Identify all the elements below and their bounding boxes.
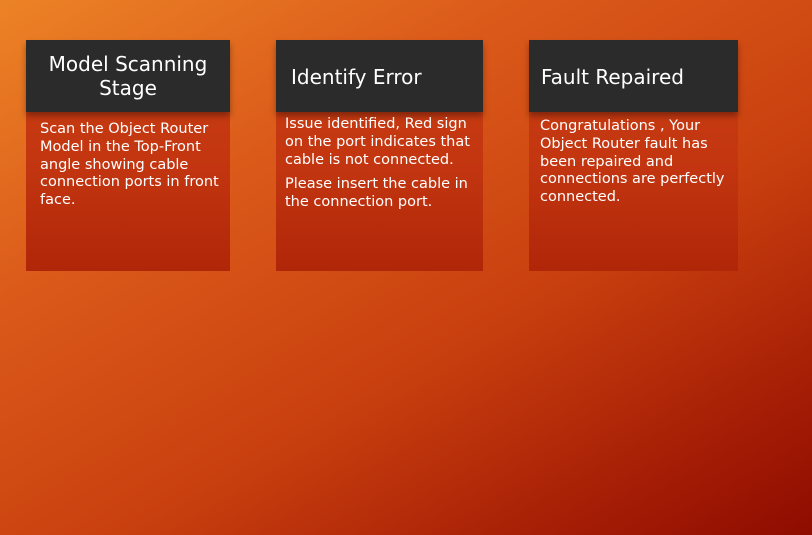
card-description: Scan the Object Router Model in the Top-… [40,121,228,210]
card-title: Model Scanning Stage [26,40,230,112]
card-paragraph: Congratulations , Your Object Router fau… [540,118,725,206]
card-paragraph: Issue identified, Red sign on the port i… [285,116,470,168]
card-identify-error: Identify Error Issue identified, Red sig… [276,40,483,271]
card-paragraph: Please insert the cable in the connectio… [285,176,468,211]
card-fault-repaired: Fault Repaired Congratulations , Your Ob… [529,40,738,271]
card-title: Fault Repaired [529,40,738,112]
card-body [26,100,230,271]
card-description: Congratulations , Your Object Router fau… [540,118,736,207]
card-title: Identify Error [276,40,483,112]
card-body [276,100,483,271]
card-description: Issue identified, Red sign on the port i… [285,116,481,212]
card-paragraph: Scan the Object Router Model in the Top-… [40,121,219,209]
card-body [529,100,738,271]
card-model-scanning-stage: Model Scanning Stage Scan the Object Rou… [26,40,230,271]
